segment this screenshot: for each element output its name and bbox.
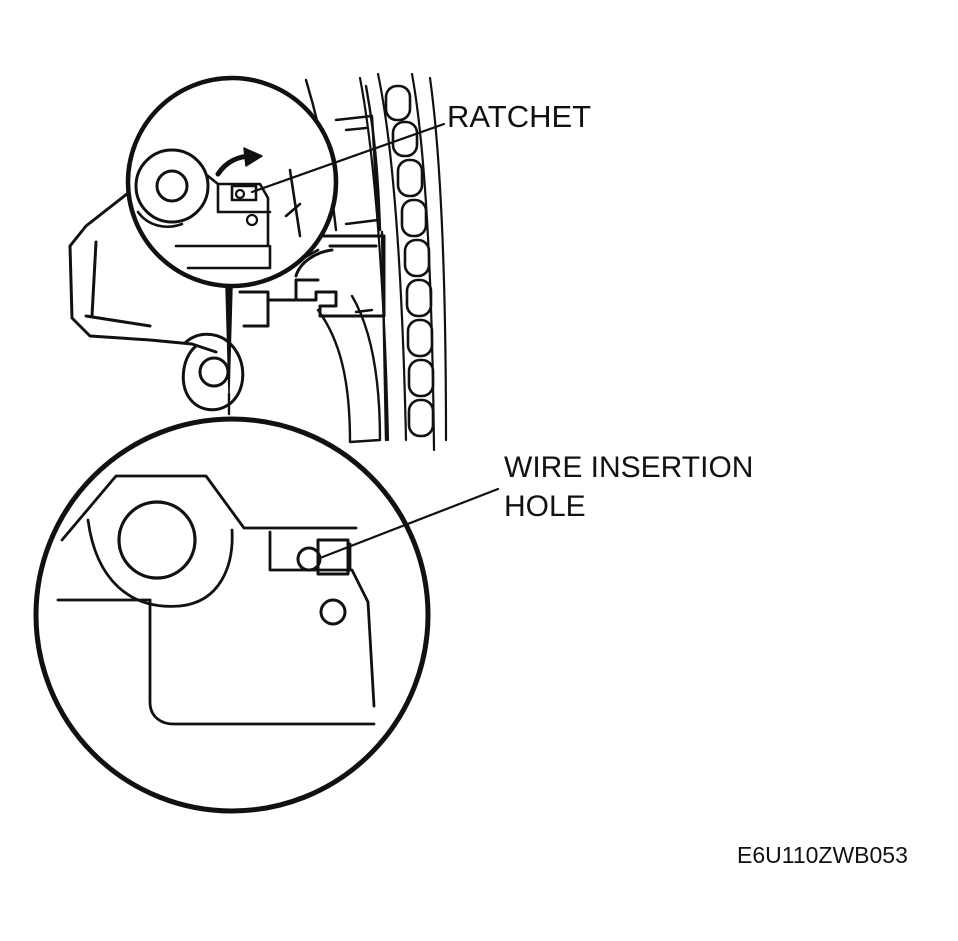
wire-hole-leader xyxy=(320,489,498,558)
ratchet-leader xyxy=(252,124,444,192)
figure-code: E6U110ZWB053 xyxy=(737,842,908,868)
lower-detail-circle xyxy=(36,419,428,811)
tensioner-body xyxy=(70,190,384,410)
ratchet-label: RATCHET xyxy=(447,99,592,134)
leader-lines xyxy=(252,124,498,558)
wire-insertion-hole-label-line1: WIRE INSERTION xyxy=(504,451,754,484)
wire-insertion-hole-label-line2: HOLE xyxy=(504,490,586,523)
upper-detail-circle xyxy=(128,78,336,414)
timing-chain xyxy=(360,74,446,450)
